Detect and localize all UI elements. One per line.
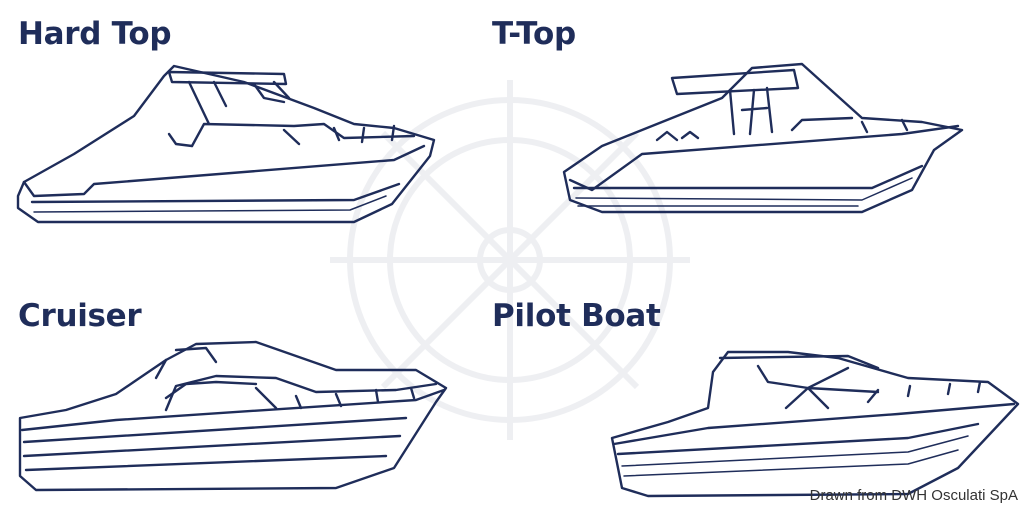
panel-cruiser: Cruiser xyxy=(0,250,480,508)
panel-t-top: T-Top xyxy=(480,0,1024,250)
hard-top-boat-icon xyxy=(16,64,436,224)
panel-title: Cruiser xyxy=(18,298,142,334)
panel-title: Pilot Boat xyxy=(492,298,661,334)
panel-title: Hard Top xyxy=(18,16,172,52)
panel-title: T-Top xyxy=(492,16,576,52)
cruiser-boat-icon xyxy=(18,340,448,492)
t-top-boat-icon xyxy=(562,62,964,214)
image-credit: Drawn from DWH Osculati SpA xyxy=(809,487,1018,504)
panel-pilot-boat: Pilot Boat xyxy=(480,250,1024,508)
steering-wheel-watermark-icon xyxy=(330,80,690,440)
panel-hard-top: Hard Top xyxy=(0,0,480,250)
pilot-boat-icon xyxy=(610,350,1020,498)
